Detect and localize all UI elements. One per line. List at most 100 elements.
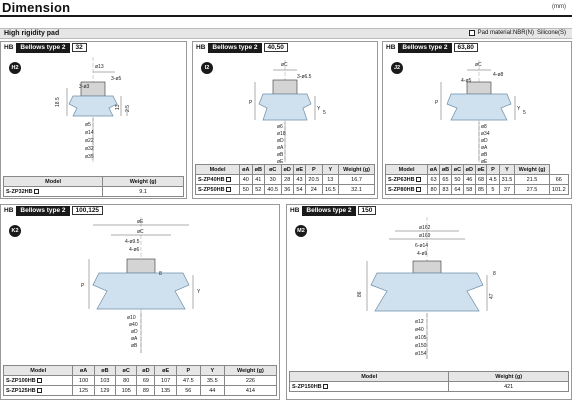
tag-hb: HB (4, 44, 14, 51)
dim-P: P (81, 283, 85, 289)
cell-value: 65 (439, 174, 452, 185)
col-header: Y (321, 164, 340, 175)
dim-A: øA (277, 145, 284, 151)
cell-value: 105 (115, 385, 138, 396)
panel-tag: HB Bellows type 2 40,50 (193, 42, 288, 53)
cell-value: 31.5 (498, 174, 516, 185)
col-header: Y (199, 365, 225, 376)
col-header: P (486, 164, 500, 175)
dim-4d95: 4-ø9.5 (125, 239, 140, 245)
col-model: Model (2, 176, 104, 187)
cell-value: 135 (154, 385, 177, 396)
cell-value: 20.5 (305, 174, 323, 185)
dim-B: øB (277, 152, 284, 158)
tag-sizes: 100,125 (71, 206, 104, 215)
col-header: P (305, 164, 323, 175)
cell-value: 40.5 (263, 184, 282, 195)
model-checkbox[interactable] (33, 188, 39, 194)
dim-h86: 86 (357, 291, 363, 297)
col-header: øD (136, 365, 156, 376)
dim-C: øC (281, 62, 288, 68)
drawing-badge: K2 (9, 225, 21, 237)
model-checkbox[interactable] (36, 387, 42, 393)
col-header: Model (384, 164, 429, 175)
col-header: øC (450, 164, 464, 175)
dim-D: øD (131, 329, 138, 335)
model-checkbox[interactable] (225, 176, 231, 182)
cell-value: 50 (450, 174, 464, 185)
col-weight: Weight (g) (102, 176, 184, 187)
bellows-150-drawing: ø162 ø169 6-ø14 4-ø9 86 47 8 ø12 ø40 ø10… (357, 217, 496, 359)
dim-E: øE (137, 219, 144, 225)
cell-value: 5 (486, 184, 500, 195)
dim-C: øC (137, 229, 144, 235)
cell-value: 21.5 (514, 174, 550, 185)
panel-bellows-63-80: HB Bellows type 2 63,80 J2 øC 4-ø8 4-ø5 … (382, 41, 572, 199)
dim-d154: ø154 (415, 351, 427, 357)
cell-value: 80 (115, 375, 138, 386)
panel-tag: HB Bellows type 2 63,80 (383, 42, 478, 53)
cell-value: 58 (462, 184, 476, 195)
dim-d35: ø35 (85, 154, 94, 160)
dim-d5: ø5 (85, 122, 91, 128)
dim-d150: ø150 (415, 343, 427, 349)
material-checkbox-icon (468, 30, 475, 36)
dim-d40: ø40 (129, 322, 138, 328)
dim-d12: ø12 (415, 319, 424, 325)
dim-4d8: 4-ø8 (493, 72, 504, 78)
tag-sizes: 150 (357, 206, 377, 215)
col-header: øA (427, 164, 441, 175)
col-header: Weight (g) (223, 365, 278, 376)
dim-h13: 13 (115, 104, 121, 110)
model-name: S-ZP50HB (198, 186, 225, 193)
dim-A: øA (481, 145, 488, 151)
dim-C: øC (475, 62, 482, 68)
dim-4d5: 4-ø5 (461, 78, 472, 84)
cell-value: 80 (427, 184, 441, 195)
model-name: S-ZP125HB (6, 387, 36, 394)
dim-5: 5 (323, 110, 326, 116)
dim-3d5: 3-ø5 (111, 76, 122, 82)
dim-3d65: 3-ø6.5 (297, 74, 312, 80)
cell-value: 40 (239, 174, 253, 185)
model-checkbox[interactable] (415, 176, 421, 182)
cell-value: 103 (93, 375, 117, 386)
model-checkbox[interactable] (415, 186, 421, 192)
dim-Y: Y (517, 106, 521, 112)
drawing-badge: M2 (295, 225, 307, 237)
dim-d8: ø8 (481, 124, 487, 130)
section-title: High rigidity pad (4, 30, 60, 37)
dim-4d6: 4-ø6 (129, 247, 140, 253)
model-checkbox[interactable] (36, 377, 42, 383)
model-checkbox[interactable] (225, 186, 231, 192)
cell-value: 4.5 (486, 174, 500, 185)
cell-value: 69 (136, 375, 156, 386)
cell-value: 24 (305, 184, 323, 195)
cell-value: 85 (474, 184, 488, 195)
cell-value: 64 (450, 184, 464, 195)
model-name: S-ZP100HB (6, 377, 36, 384)
cell-value: 47.5 (175, 375, 201, 386)
section-band: High rigidity pad Pad material:NBR(N) Si… (0, 28, 572, 39)
dim-d10: ø10 (127, 315, 136, 321)
bellows-63-drawing: øC 4-ø8 4-ø5 P Y 5 ø8 ø34 øD øA øB øE (435, 60, 526, 165)
col-header: Model (2, 365, 74, 376)
cell-value: 27.5 (514, 184, 550, 195)
col-header: P (175, 365, 201, 376)
cell-value: 100 (72, 375, 95, 386)
cell-value: 30 (263, 174, 282, 185)
dim-P: P (249, 100, 253, 106)
col-header: øC (263, 164, 282, 175)
material-silicone: Silicone(S) (536, 30, 566, 36)
material-nbr: Pad material:NBR(N) (477, 30, 534, 36)
cell-value: 43 (292, 174, 307, 185)
drawing-badge: I2 (201, 62, 213, 74)
model-checkbox[interactable] (322, 383, 328, 389)
dim-h8: 8 (493, 271, 496, 277)
